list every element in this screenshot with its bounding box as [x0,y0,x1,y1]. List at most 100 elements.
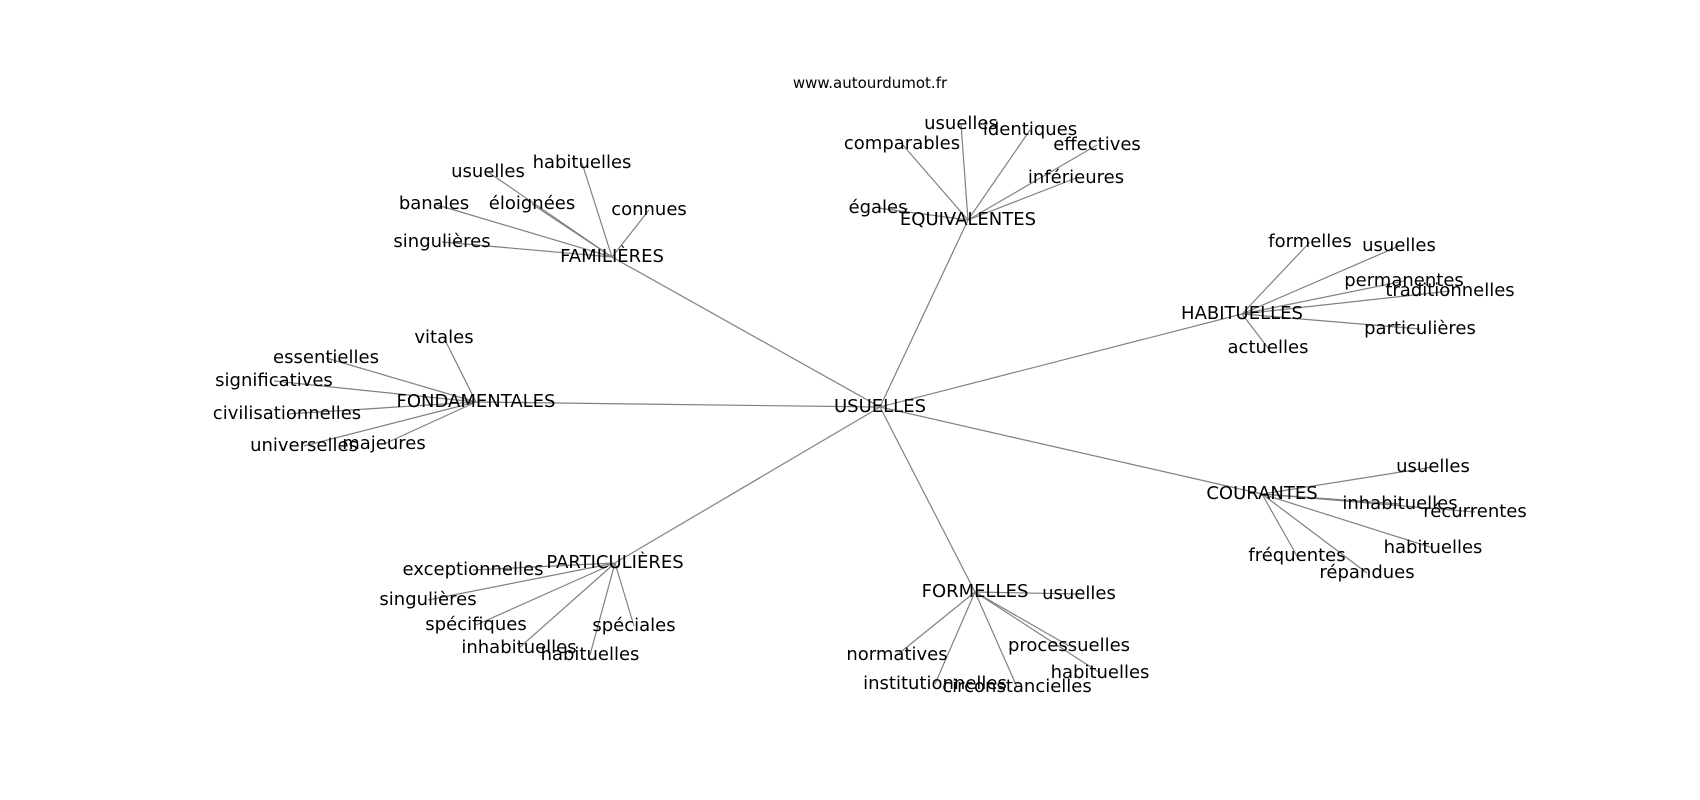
leaf-node: inhabituelles [1342,493,1457,514]
leaf-node: vitales [414,327,473,348]
leaf-node: significatives [215,370,333,391]
leaf-node: singulières [393,231,490,252]
leaf-node: spéciales [592,615,675,636]
edge-courantes-leaf [1261,493,1476,513]
edge-equivalentes-leaf [967,129,1031,221]
center-node-label: USUELLES [834,396,926,417]
edge-equivalentes-leaf [877,207,969,221]
edge-fondamentales-leaf [273,380,477,403]
edge-particulieres-leaf [518,562,616,649]
edge-center-fondamentales [475,401,881,408]
leaf-node: habituelles [533,152,632,173]
hub-node-habituelles: HABITUELLES [1181,303,1303,324]
leaf-node: identiques [983,119,1077,140]
edge-center-courantes [879,406,1263,495]
leaf-node: habituelles [1384,537,1483,558]
leaf-node: répandues [1319,562,1414,583]
leaf-node: formelles [1268,231,1352,252]
edge-habituelles-leaf [1241,313,1269,349]
leaf-node: récurrentes [1423,501,1526,522]
edge-center-habituelles [879,313,1243,408]
graph-labels: USUELLES FAMILIÈRES habituelles usuelles élo… [213,113,1527,697]
graph-edges [273,123,1476,688]
edge-center-formelles [879,406,976,593]
leaf-node: spécifiques [425,614,526,635]
leaf-node: particulières [1364,318,1476,339]
edge-particulieres-leaf [614,562,635,627]
edge-particulieres-leaf [475,562,616,626]
leaf-node: civilisationnelles [213,403,361,424]
edge-habituelles-leaf [1241,290,1451,315]
edge-familieres-leaf [441,241,613,258]
leaf-node: inférieures [1028,167,1124,188]
leaf-node: égales [849,197,908,218]
hub-node-particulieres: PARTICULIÈRES [546,551,683,573]
leaf-node: traditionnelles [1385,280,1514,301]
edge-formelles-leaf [974,591,1070,647]
edge-equivalentes-leaf [967,144,1098,221]
edge-particulieres-leaf [427,562,616,601]
leaf-node: habituelles [1051,662,1150,683]
leaf-node: singulières [379,589,476,610]
edge-fondamentales-leaf [303,401,477,447]
leaf-node: banales [399,193,469,214]
hub-node-equivalentes: ÉQUIVALENTES [900,208,1036,230]
leaf-node: inhabituelles [461,637,576,658]
leaf-node: institutionnelles [863,673,1007,694]
leaf-node: usuelles [451,161,525,182]
edge-fondamentales-leaf [286,401,477,415]
leaf-node: circonstancielles [942,676,1092,697]
leaf-node: usuelles [1362,235,1436,256]
leaf-node: processuelles [1008,635,1130,656]
leaf-node: majeures [342,433,426,454]
edge-formelles-leaf [934,591,976,685]
edge-center-particulieres [614,406,881,564]
site-url: www.autourdumot.fr [793,74,948,92]
edge-habituelles-leaf [1241,245,1400,315]
edge-courantes-leaf [1261,466,1434,495]
edge-fondamentales-leaf [325,357,477,403]
leaf-node: actuelles [1228,337,1309,358]
edge-formelles-leaf [896,591,976,656]
edge-familieres-leaf [433,203,613,258]
leaf-node: universelles [250,435,358,456]
leaf-node: connues [611,199,687,220]
edge-particulieres-leaf [589,562,616,656]
edge-habituelles-leaf [1241,280,1405,315]
leaf-node: usuelles [1042,583,1116,604]
edge-courantes-leaf [1261,493,1298,557]
edge-habituelles-leaf [1241,313,1421,330]
leaf-node: exceptionnelles [403,559,544,580]
hub-node-formelles: FORMELLES [922,581,1029,602]
leaf-node: effectives [1053,134,1141,155]
edge-fondamentales-leaf [383,401,477,445]
edge-center-familieres [611,256,881,408]
edge-familieres-leaf [611,209,650,258]
leaf-node: éloignées [489,193,575,214]
edge-equivalentes-leaf [901,143,969,221]
edge-familieres-leaf [531,203,613,258]
edge-habituelles-leaf [1241,241,1311,315]
edge-center-equivalentes [879,219,969,408]
leaf-node: normatives [846,644,947,665]
edge-particulieres-leaf [472,562,616,571]
edge-formelles-leaf [974,591,1101,674]
leaf-node: comparables [844,133,960,154]
edge-courantes-leaf [1261,493,1434,549]
leaf-node: permanentes [1344,270,1464,291]
edge-equivalentes-leaf [967,177,1077,221]
hub-node-courantes: COURANTES [1206,483,1317,504]
leaf-node: fréquentes [1248,545,1345,566]
hub-node-fondamentales: FONDAMENTALES [397,391,556,412]
edge-courantes-leaf [1261,493,1368,574]
edge-formelles-leaf [974,591,1080,595]
edge-formelles-leaf [974,591,1018,688]
edge-familieres-leaf [581,162,613,258]
leaf-node: usuelles [1396,456,1470,477]
leaf-node: essentielles [273,347,379,368]
edge-fondamentales-leaf [443,337,477,403]
leaf-node: usuelles [924,113,998,134]
leaf-node: habituelles [541,644,640,665]
hub-node-familieres: FAMILIÈRES [560,245,664,267]
